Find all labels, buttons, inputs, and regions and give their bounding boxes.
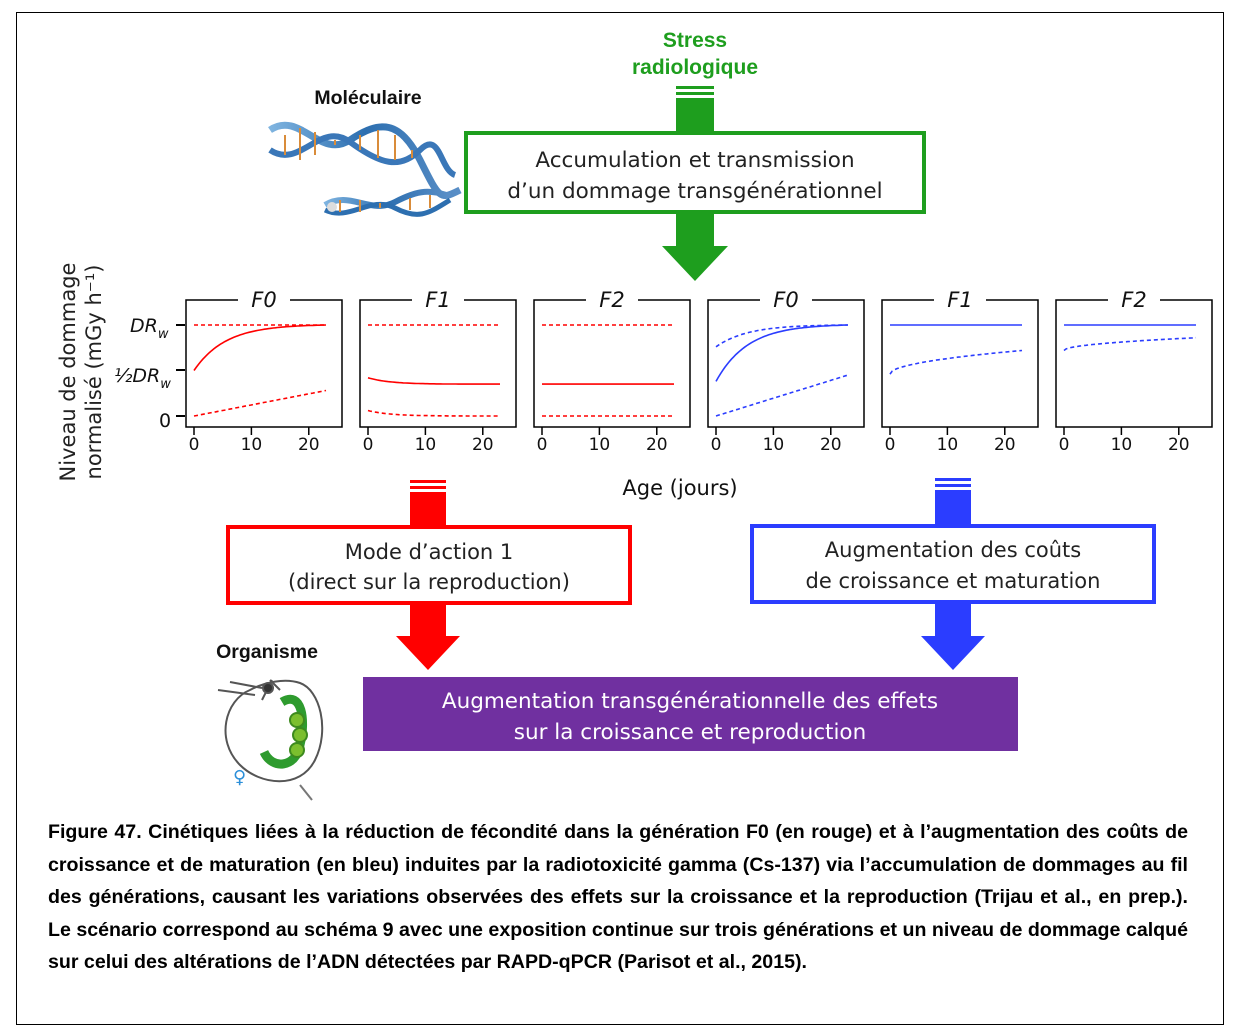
panel-frame	[533, 299, 691, 428]
y-tick-half-drw: ½DRw	[114, 365, 171, 392]
red-box	[226, 525, 632, 605]
green-arrow-down	[662, 214, 728, 281]
series-line-dashed	[715, 374, 849, 417]
x-tick-label: 20	[994, 435, 1016, 455]
panel-title-bg	[238, 286, 290, 310]
figure-frame	[16, 12, 1224, 1025]
purple-box-line2: sur la croissance et reproduction	[514, 720, 866, 745]
x-tick-label: 20	[646, 435, 668, 455]
panel-title: F0	[773, 288, 798, 312]
y-ticks	[176, 324, 185, 417]
panel-frame	[1055, 299, 1213, 428]
x-tick-label: 10	[415, 435, 437, 455]
series-line-solid	[715, 324, 849, 382]
x-tick-label: 0	[1059, 435, 1070, 455]
chart-panel-2: F1 0 10 20	[359, 286, 517, 455]
panel-frame	[359, 299, 517, 428]
panel-title-bg	[934, 286, 986, 310]
red-arrow-top	[410, 480, 446, 526]
blue-box	[750, 524, 1156, 604]
series-line-solid	[367, 377, 500, 385]
red-box-line1: Mode d’action 1	[345, 540, 514, 564]
x-tick-label: 20	[298, 435, 320, 455]
x-tick-label: 20	[472, 435, 494, 455]
red-box-line2: (direct sur la reproduction)	[288, 570, 570, 594]
series-line-solid	[193, 324, 327, 371]
panel-title: F1	[947, 288, 972, 312]
organisme-label: Organisme	[216, 641, 318, 663]
series-line-dashed	[367, 409, 500, 417]
x-tick-label: 10	[937, 435, 959, 455]
daphnia-image	[217, 679, 324, 801]
x-tick-label: 0	[711, 435, 722, 455]
x-tick-label: 10	[763, 435, 785, 455]
panel-title: F0	[251, 288, 276, 312]
panel-title-bg	[760, 286, 812, 310]
x-tick-label: 0	[363, 435, 374, 455]
x-tick-label: 0	[189, 435, 200, 455]
dna-helix-image	[268, 121, 462, 217]
green-box-line1: Accumulation et transmission	[535, 148, 854, 173]
stress-label-line1: Stress	[663, 29, 727, 52]
x-tick-label: 0	[885, 435, 896, 455]
chart-panel-6: F2 0 10 20	[1055, 286, 1213, 455]
y-axis-label-line2: normalisé (mGy h⁻¹)	[82, 265, 106, 480]
panel-title-bg	[586, 286, 638, 310]
green-arrow-top	[676, 86, 714, 132]
green-box-line2: d’un dommage transgénérationnel	[507, 179, 882, 204]
blue-box-line1: Augmentation des coûts	[825, 538, 1081, 562]
panel-frame	[881, 299, 1039, 428]
series-line-dashed	[1063, 336, 1197, 352]
blue-box-line2: de croissance et maturation	[806, 569, 1101, 593]
stress-label-line2: radiologique	[632, 56, 758, 79]
purple-box-line1: Augmentation transgénérationnelle des ef…	[442, 689, 938, 714]
panel-title: F1	[425, 288, 450, 312]
figure-caption: Figure 47. Cinétiques liées à la réducti…	[48, 821, 1188, 973]
chart-panel-3: F2 0 10 20	[533, 286, 691, 455]
x-tick-label: 10	[1111, 435, 1133, 455]
panel-title-bg	[412, 286, 464, 310]
x-tick-label: 0	[537, 435, 548, 455]
panel-frame	[185, 299, 343, 428]
blue-arrow-top	[935, 478, 971, 524]
chart-panel-4: F0 0 10 20	[707, 286, 865, 455]
x-axis-label: Age (jours)	[622, 476, 737, 500]
panel-title: F2	[599, 288, 624, 312]
chart-panel-5: F1 0 10 20	[881, 286, 1039, 455]
x-tick-label: 20	[1168, 435, 1190, 455]
y-tick-drw: DRw	[130, 315, 169, 342]
x-tick-label: 20	[820, 435, 842, 455]
purple-box	[363, 677, 1018, 751]
panel-title-bg	[1108, 286, 1160, 310]
chart-panel-1: F0 0 10 20	[185, 286, 343, 455]
series-line-dashed	[193, 389, 327, 417]
red-arrow-down	[396, 605, 460, 670]
y-axis-label-line1: Niveau de dommage	[56, 263, 80, 482]
series-line-dashed	[889, 349, 1023, 375]
panel-title: F2	[1121, 288, 1146, 312]
panels-group: F0 0 10 20 F1 0 10 20 F2 0 10 20 F0 0 10 20 F1 0 10 20 F2 0 10…	[185, 286, 1213, 455]
y-tick-zero: 0	[159, 410, 171, 432]
moleculaire-label: Moléculaire	[314, 87, 421, 109]
panel-frame	[707, 299, 865, 428]
x-tick-label: 10	[589, 435, 611, 455]
green-box	[464, 131, 926, 214]
female-symbol: ♀	[233, 767, 246, 788]
blue-arrow-down	[921, 604, 985, 670]
x-tick-label: 10	[241, 435, 263, 455]
